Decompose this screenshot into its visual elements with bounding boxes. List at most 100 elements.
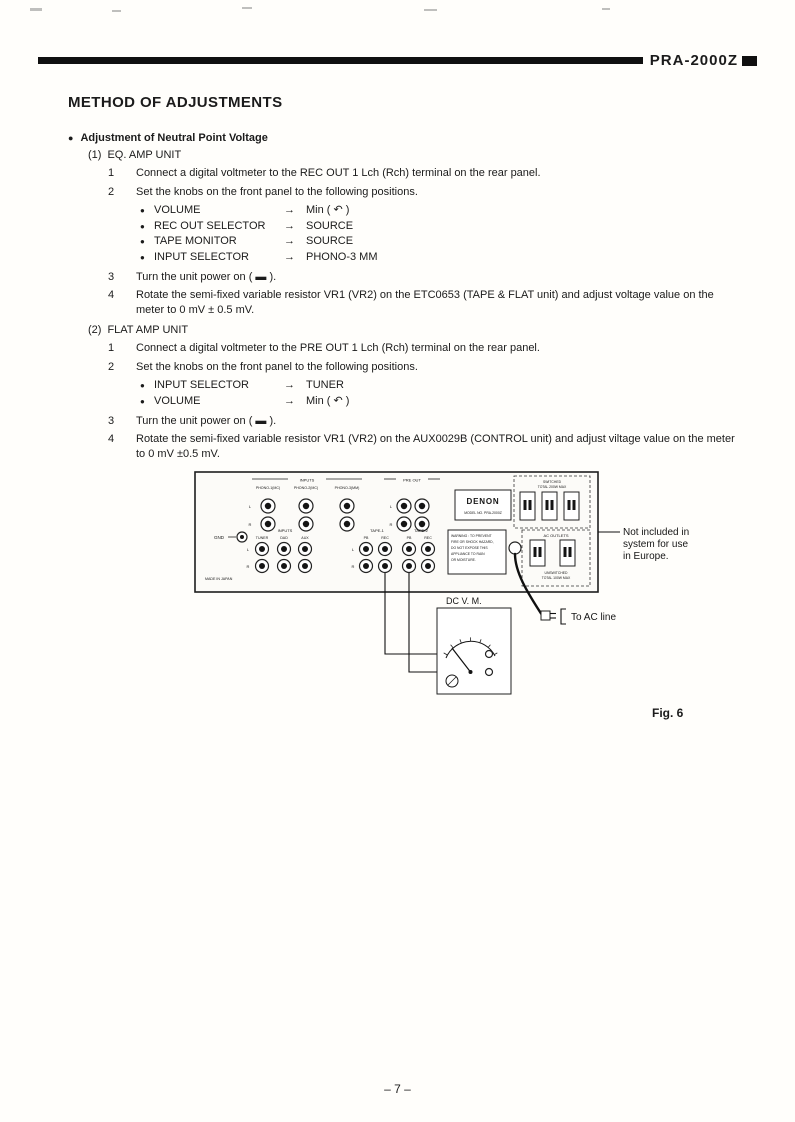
rec-label: REC (424, 536, 432, 540)
setting-value: Min ( ↶ ) (306, 394, 350, 407)
voltmeter-terminal (484, 667, 494, 677)
setting-row: ● VOLUME → Min ( ↶ ) (140, 203, 738, 219)
tape1-label: TAPE-1 (370, 528, 384, 533)
bullet-icon: ● (140, 237, 145, 247)
zero-symbol (445, 674, 459, 688)
l-marker: L (247, 547, 250, 552)
unswitched-label: UNSWITCHED (545, 571, 569, 575)
step-text: Set the knobs on the front panel to the … (136, 185, 418, 198)
tuner-label: TUNER (256, 536, 269, 540)
adjustment-heading: ● Adjustment of Neutral Point Voltage (68, 131, 738, 146)
warning-line: OR MOISTURE. (451, 558, 476, 562)
step-number: 2 (108, 360, 115, 373)
setting-value: TUNER (306, 379, 344, 392)
dcvm-label: DC V. M. (446, 596, 482, 606)
arrow-icon: → (284, 235, 295, 248)
annotation-line: Not included in (623, 527, 689, 538)
scan-artifact (424, 9, 437, 11)
scan-artifact (602, 8, 610, 10)
arrow-icon: → (284, 219, 295, 232)
step-number: 1 (108, 167, 115, 180)
dc-voltmeter: DC V. M. (436, 596, 512, 695)
subsection-label: (2) (88, 324, 102, 337)
bullet-icon: ● (68, 133, 74, 143)
arrow-icon: → (284, 204, 295, 217)
scan-artifact (30, 8, 42, 11)
bullet-icon: ● (140, 396, 145, 406)
power-cord: To AC line (508, 541, 616, 625)
section-flat-amp-unit: (2)FLAT AMP UNIT 1 Connect a digital vol… (68, 323, 738, 462)
setting-row: ● REC OUT SELECTOR → SOURCE (140, 219, 738, 235)
annotation-line: in Europe. (623, 551, 669, 562)
r-marker: R (390, 522, 393, 527)
settings-list: ● INPUT SELECTOR → TUNER ● VOLUME → Min … (140, 378, 738, 409)
step-number: 2 (108, 185, 115, 198)
subsection-heading: (2)FLAT AMP UNIT (88, 323, 738, 338)
phono3-label: PHONO-3(MM) (335, 486, 360, 490)
scan-artifact (112, 10, 121, 12)
rec-label: REC (381, 536, 389, 540)
setting-value: SOURCE (306, 235, 354, 248)
plug-icon (540, 610, 551, 621)
voltmeter-terminal (484, 649, 494, 659)
arrow-icon: → (284, 394, 295, 407)
warning-plate: WARNING : TO PREVENT FIRE OR SHOCK HAZAR… (447, 529, 507, 575)
step: 3 Turn the unit power on ( ▬ ). (108, 270, 738, 285)
line-inputs-group: INPUTS TUNER DAD AUX L R (247, 528, 313, 574)
setting-row: ● VOLUME → Min ( ↶ ) (140, 394, 738, 410)
setting-value: SOURCE (306, 219, 354, 232)
warning-line: WARNING : TO PREVENT (451, 534, 492, 538)
warning-line: DO NOT EXPOSE THIS (451, 546, 488, 550)
inputs-top-label: INPUTS (300, 478, 315, 483)
setting-row: ● INPUT SELECTOR → TUNER (140, 378, 738, 394)
step: 2 Set the knobs on the front panel to th… (108, 185, 738, 200)
step-text: Rotate the semi-fixed variable resistor … (136, 289, 714, 317)
setting-name: INPUT SELECTOR (154, 379, 249, 392)
model-number: PRA-2000Z (649, 52, 738, 69)
bullet-icon: ● (140, 252, 145, 262)
voltmeter-body (436, 607, 512, 695)
step: 4 Rotate the semi-fixed variable resisto… (108, 288, 738, 318)
bullet-icon: ● (140, 206, 145, 216)
step-text: Rotate the semi-fixed variable resistor … (136, 433, 735, 461)
switched-sub-label: TOTAL 200W MAX (538, 485, 567, 489)
pb-label: PB (407, 536, 412, 540)
header-rule (38, 57, 643, 64)
made-in-japan-label: MADE IN JAPAN (205, 577, 233, 581)
annotation-line: system for use (623, 539, 688, 550)
inputs-bottom-label: INPUTS (278, 528, 293, 533)
setting-name: TAPE MONITOR (154, 235, 237, 248)
step-text: Set the knobs on the front panel to the … (136, 360, 418, 373)
subsection-label: (1) (88, 149, 102, 161)
step: 4 Rotate the semi-fixed variable resisto… (108, 432, 738, 462)
model-line-label: MODEL NO. PRA-2000Z (464, 511, 502, 515)
r-marker: R (247, 564, 250, 569)
instructions: ● Adjustment of Neutral Point Voltage (1… (68, 131, 738, 466)
warning-line: FIRE OR SHOCK HAZARD, (451, 540, 494, 544)
phono-inputs-group: INPUTS PHONO-1(MC) PHONO-2(MC) PHONO-3(M… (249, 478, 362, 532)
unswitched-outlets-group: AC OUTLETS UNSWITCHED TOTAL 100W MAX (521, 529, 591, 587)
bullet-icon: ● (140, 381, 145, 391)
gnd-label: GND (214, 535, 225, 540)
meter-needle (451, 647, 471, 673)
r-marker: R (352, 564, 355, 569)
phono1-label: PHONO-1(MC) (256, 486, 280, 490)
header-rule-end (742, 55, 757, 66)
step: 1 Connect a digital voltmeter to the PRE… (108, 341, 738, 356)
r-marker: R (249, 522, 252, 527)
header-band: PRA-2000Z (38, 52, 757, 69)
step-number: 4 (108, 433, 115, 446)
europe-annotation: Not included in system for use in Europe… (598, 527, 689, 562)
pb-label: PB (364, 536, 369, 540)
step-text: Turn the unit power on ( ▬ ). (136, 415, 277, 428)
l-marker: L (390, 504, 393, 509)
pre-out-label: PRE OUT (403, 478, 421, 483)
step-number: 3 (108, 271, 115, 284)
section-eq-amp-unit: (1)EQ. AMP UNIT 1 Connect a digital volt… (68, 148, 738, 318)
l-marker: L (352, 547, 355, 552)
scan-artifact (242, 7, 252, 9)
page-number: – 7 – (384, 1082, 411, 1096)
adjustment-heading-text: Adjustment of Neutral Point Voltage (80, 132, 268, 144)
step-text: Turn the unit power on ( ▬ ). (136, 271, 277, 284)
unswitched-sub-label: TOTAL 100W MAX (542, 576, 571, 580)
